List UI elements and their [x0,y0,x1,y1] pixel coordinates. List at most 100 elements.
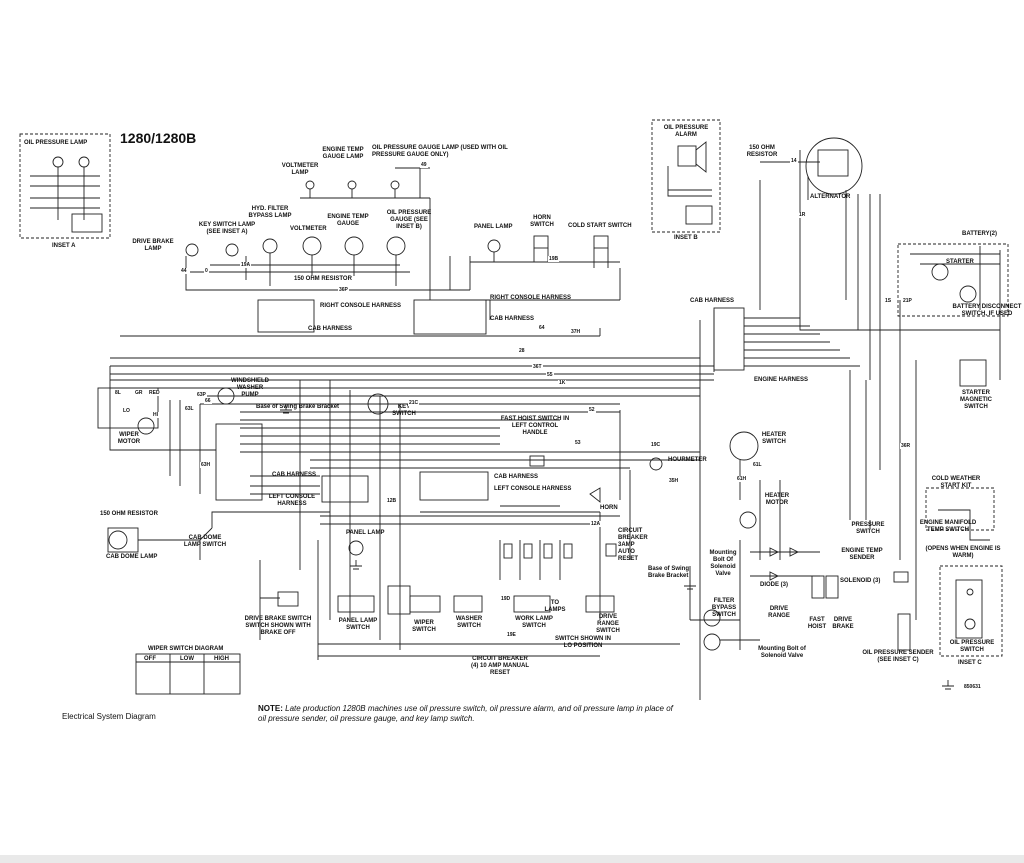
cab-dome-lamp-label: CAB DOME LAMP [106,554,158,560]
wire-label-12a: 12A [590,521,602,527]
wire-label-12b: 12B [386,498,398,504]
wire-label-hi: HI [152,412,159,418]
note-prefix: NOTE: [258,704,283,713]
solenoid-label: SOLENOID (3) [840,578,881,584]
engine-harness-label: ENGINE HARNESS [754,377,809,383]
drive-brake-label: DRIVE BRAKE [832,617,854,630]
wire-label-19c: 19C [650,442,662,448]
wire-label-19e: 19E [506,632,517,638]
filter-bypass-switch-label: FILTER BYPASS SWITCH [711,598,737,618]
right-console-harness-2: RIGHT CONSOLE HARNESS [320,303,402,309]
cab-harness-3: CAB HARNESS [690,298,735,304]
fast-hoist-switch-label: FAST HOIST SWITCH IN LEFT CONTROL HANDLE [500,416,570,436]
alternator-label: ALTERNATOR [810,194,851,200]
wire-label-36r: 36R [900,443,912,449]
panel-lamp-switch-label: PANEL LAMP SWITCH [338,618,378,631]
diagram-caption: Electrical System Diagram [62,712,156,721]
swing-brake-bracket-2-label: Base of Swing Brake Bracket [648,566,690,579]
opens-when-warm-label: (OPENS WHEN ENGINE IS WARM) [925,546,1001,559]
drive-brake-switch-label: DRIVE BRAKE SWITCH SWITCH SHOWN WITH BRA… [244,616,312,636]
drive-range-switch-label: DRIVE RANGE SWITCH [596,614,620,634]
battery-box [897,243,1009,317]
wire-label-55: 55 [546,372,554,378]
cab-harness-2: CAB HARNESS [308,326,353,332]
switch-shown-lo-label: SWITCH SHOWN IN LO POSITION [555,636,611,649]
cold-weather-start-kit-label: COLD WEATHER START KIT [931,476,981,489]
engine-temp-sender-label: ENGINE TEMP SENDER [841,548,883,561]
horn-switch-label: HORN SWITCH [530,215,554,228]
key-switch-label: KEY SWITCH [392,404,416,417]
heater-switch-label: HEATER SWITCH [761,432,787,445]
engine-temp-gauge-label: ENGINE TEMP GAUGE [327,214,369,227]
wire-label-14: 14 [790,158,798,164]
horn-label: HORN [600,505,618,511]
circuit-breaker-10amp-label: CIRCUIT BREAKER (4) 10 AMP MANUAL RESET [470,656,529,676]
engine-manifold-temp-switch-label: ENGINE MANIFOLD TEMP SWITCH [919,520,977,533]
drive-range-label: DRIVE RANGE [768,606,790,619]
wiper-motor-label: WIPER MOTOR [117,432,141,445]
work-lamp-switch-label: WORK LAMP SWITCH [515,616,553,629]
oil-pressure-gauge-label: OIL PRESSURE GAUGE (SEE INSET B) [386,210,432,230]
wiper-switch-label: WIPER SWITCH [412,620,436,633]
inset-c-box [939,565,1003,657]
voltmeter-label: VOLTMETER [290,226,327,232]
oil-pressure-gauge-lamp-label: OIL PRESSURE GAUGE LAMP (USED WITH OIL P… [372,145,508,158]
engine-temp-gauge-lamp-label: ENGINE TEMP GAUGE LAMP [322,147,364,160]
hyd-filter-bypass-lamp-label: HYD. FILTER BYPASS LAMP [248,206,292,219]
wire-label-49: 49 [420,162,428,168]
fast-hoist-label: FAST HOIST [807,617,827,630]
diagram-note: NOTE: Late production 1280B machines use… [258,704,678,724]
washer-pump-label: WINDSHIELD WASHER PUMP [231,378,269,398]
wire-label-red: RED [148,390,161,396]
wire-label-19d: 19D [500,596,512,602]
wire-label-44: 44 [180,268,188,274]
key-switch-lamp-label: KEY SWITCH LAMP (SEE INSET A) [198,222,256,235]
resistor-alt-label: 150 OHM RESISTOR [746,145,778,158]
cab-harness-4: CAB HARNESS [272,472,317,478]
wire-label-53: 53 [574,440,582,446]
wire-label-66: 66 [204,398,212,404]
cab-dome-switch-label: CAB DOME LAMP SWITCH [183,535,227,548]
resistor-left-label: 150 OHM RESISTOR [100,511,158,517]
starter-label: STARTER [946,259,974,265]
wire-label-0: 0 [204,268,209,274]
inset-b-label: INSET B [674,235,698,241]
cab-harness-5: CAB HARNESS [494,474,539,480]
wiper-col-off: OFF [144,656,156,662]
wire-label-gr: GR [134,390,144,396]
wire-label-1r: 1R [798,212,807,218]
diode-label: DIODE (3) [760,582,789,588]
diagram-title: 1280/1280B [120,130,197,146]
circuit-breaker-3amp-label: CIRCUIT BREAKER 3AMP AUTO RESET [618,528,648,562]
pressure-switch-label: PRESSURE SWITCH [851,522,885,535]
footer-bar [0,855,1024,863]
wire-label-1k: 1K [558,380,567,386]
note-text: Late production 1280B machines use oil p… [258,704,673,723]
washer-switch-label: WASHER SWITCH [455,616,483,629]
inset-a-label: INSET A [52,243,76,249]
wire-label-36p: 36P [338,287,349,293]
wire-label-21p: 21P [902,298,913,304]
panel-lamp-top-label: PANEL LAMP [474,224,513,230]
battery-disconnect-label: BATTERY DISCONNECT SWITCH, IF USED [952,304,1022,317]
wire-label-19a: 19A [240,262,252,268]
to-lamps-label: TO LAMPS [544,600,566,613]
drive-brake-lamp-label: DRIVE BRAKE LAMP [132,239,174,252]
inset-a-title: OIL PRESSURE LAMP [24,140,88,146]
wire-label-37h: 37H [570,329,582,335]
resistor-top-label: 150 OHM RESISTOR [294,276,352,282]
swing-brake-bracket-1-label: Base of Swing Brake Bracket [256,404,340,410]
heater-motor-label: HEATER MOTOR [764,493,790,506]
left-console-harness-1: LEFT CONSOLE HARNESS [494,486,572,492]
cold-start-switch-label: COLD START SWITCH [568,223,632,229]
oil-lamp-a-left [52,156,64,168]
hourmeter-label: HOURMETER [668,457,707,463]
wire-label-1s: 1S [884,298,893,304]
wiper-col-high: HIGH [214,656,229,662]
starter-magnetic-switch-label: STARTER MAGNETIC SWITCH [960,390,992,410]
wire-label-lo: LO [122,408,131,414]
inset-c-title: OIL PRESSURE SWITCH [949,640,995,653]
cab-harness-1: CAB HARNESS [490,316,535,322]
inset-b-title: OIL PRESSURE ALARM [663,125,709,138]
